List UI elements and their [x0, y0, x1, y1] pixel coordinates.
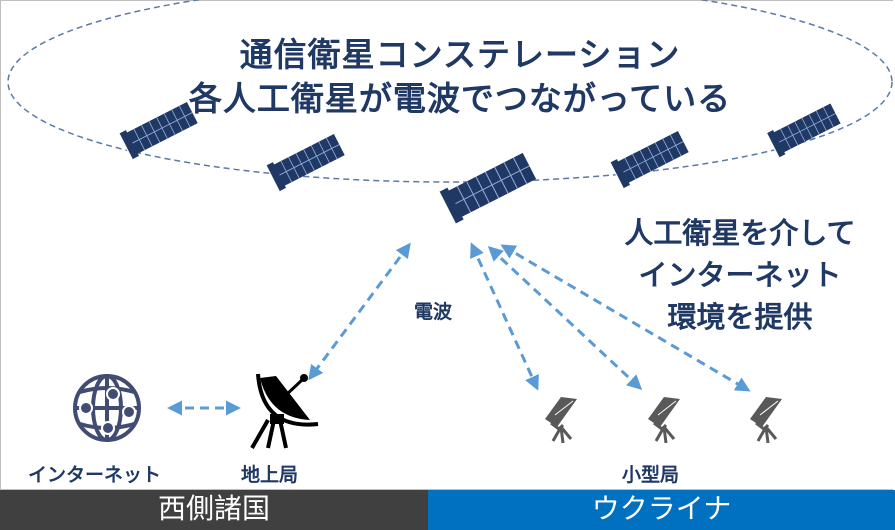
- radio-link-arrow: [308, 242, 411, 381]
- side-text-line-2: インターネット: [638, 258, 842, 292]
- ground-station-label: 地上局: [241, 464, 299, 486]
- orbit-ellipse: [7, 0, 893, 183]
- globe-network-icon: [73, 374, 141, 442]
- satellite-icon: [766, 100, 843, 159]
- satellite-icon: [265, 131, 347, 193]
- title-line-1: 通信衛星コンステレーション: [239, 35, 681, 74]
- small-terminal-icon: [646, 395, 682, 445]
- radio-link-arrow: [500, 244, 751, 392]
- radio-wave-label: 電波: [414, 301, 453, 323]
- satellite-icon: [609, 128, 691, 190]
- western-countries-bar: 西側諸国: [0, 490, 428, 530]
- satellite-icon: [438, 149, 539, 225]
- title-line-2: 各人工衛星が電波でつながっている: [188, 79, 732, 118]
- ukraine-bar: ウクライナ: [428, 490, 895, 530]
- parabolic-antenna-icon: [250, 373, 319, 449]
- side-text-line-1: 人工衛星を介して: [624, 216, 856, 250]
- small-terminal-icon: [543, 395, 579, 445]
- radio-link-arrow: [470, 242, 539, 391]
- side-text-line-3: 環境を提供: [667, 300, 813, 334]
- small-terminal-icon: [748, 395, 784, 445]
- small-station-label: 小型局: [622, 464, 680, 486]
- diagram-scene: [7, 0, 893, 449]
- diagram-frame: [0, 0, 893, 490]
- internet-label: インターネット: [28, 464, 162, 486]
